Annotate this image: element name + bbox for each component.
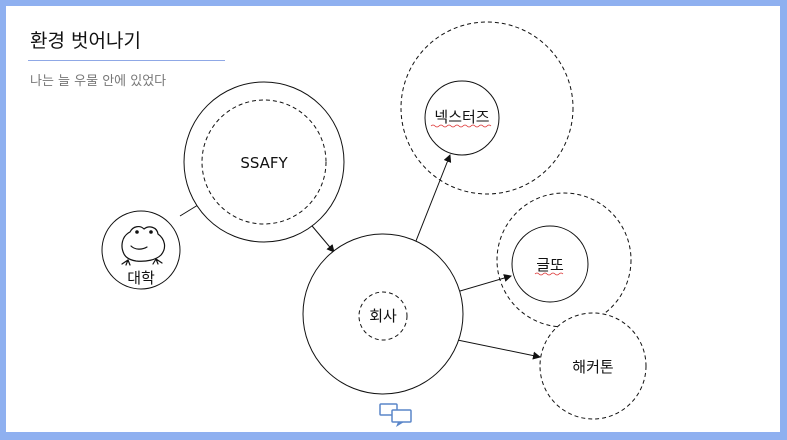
node-company: 회사: [302, 233, 464, 395]
slide: 환경 벗어나기 나는 늘 우물 안에 있었다 대학: [6, 6, 780, 432]
career-diagram: 대학 SSAFY 회사 넥스터즈 글또: [101, 21, 647, 427]
title-underline: [28, 60, 225, 61]
node-label-ssafy: SSAFY: [240, 154, 288, 172]
node-label-nexters: 넥스터즈: [434, 108, 489, 126]
slide-title: 환경 벗어나기: [30, 30, 141, 52]
node-hackathon: 해커톤: [539, 312, 647, 420]
spellcheck-underline: [534, 272, 564, 276]
frog-icon: [121, 226, 166, 266]
node-label-company: 회사: [369, 307, 397, 325]
node-label-geulddo: 글또: [536, 256, 564, 274]
node-label-hackathon: 해커톤: [572, 358, 613, 376]
node-label-university: 대학: [127, 269, 155, 287]
node-university: 대학: [101, 210, 181, 290]
node-nexters: 넥스터즈: [400, 21, 574, 195]
node-geulddo: 글또: [496, 192, 632, 328]
spellcheck-underline: [430, 124, 492, 128]
slideshow-icon[interactable]: [379, 403, 412, 427]
node-ssafy: SSAFY: [183, 81, 345, 243]
slide-subtitle: 나는 늘 우물 안에 있었다: [30, 74, 167, 89]
